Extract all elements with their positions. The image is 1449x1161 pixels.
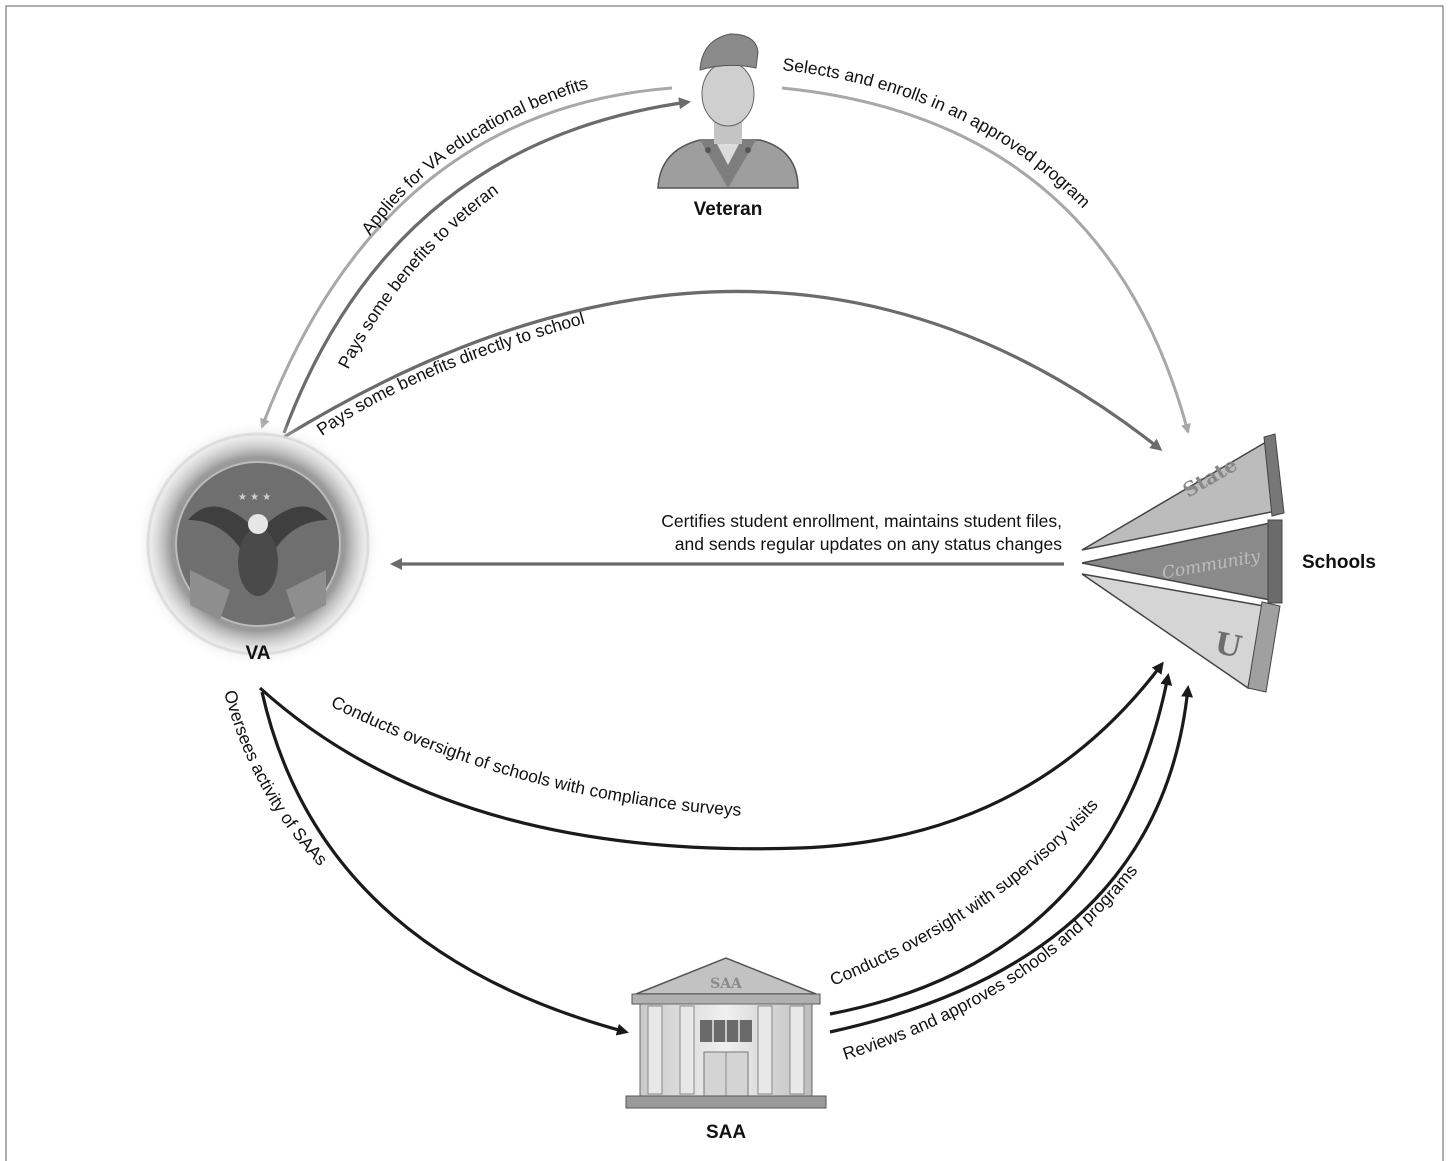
label-certifies-line1: Certifies student enrollment, maintains …: [661, 511, 1062, 531]
arrow-va-to-saa: [260, 691, 629, 1036]
va-label: VA: [246, 643, 271, 664]
label-supervisory-visits: Conducts oversight with supervisory visi…: [827, 794, 1102, 989]
label-certifies-line2: and sends regular updates on any status …: [675, 534, 1062, 554]
building-icon: SAA: [625, 957, 827, 1109]
svg-text:SAA: SAA: [710, 976, 743, 992]
va-seal-icon: ★ ★ ★: [134, 420, 382, 668]
schools-label: Schools: [1302, 552, 1376, 573]
arrow-va-to-schools-payment: [283, 289, 1163, 451]
arrow-veteran-to-va: [260, 86, 673, 429]
arrow-veteran-to-schools: [781, 86, 1191, 434]
saa-label: SAA: [706, 1122, 746, 1143]
arrow-va-to-veteran: [282, 97, 691, 434]
arrow-va-to-schools-surveys: [258, 661, 1164, 851]
veteran-label: Veteran: [694, 199, 763, 220]
label-oversees-saas: Oversees activity of SAAs: [220, 688, 332, 870]
label-selects: Selects and enrolls in an approved progr…: [782, 54, 1095, 212]
pennants-icon: State Community U: [1081, 433, 1285, 693]
diagram-frame: [5, 5, 1444, 1161]
label-oversight-surveys: Conducts oversight of schools with compl…: [328, 692, 742, 820]
arrow-saa-to-schools-visits: [829, 673, 1173, 1016]
arrow-saa-to-schools-reviews: [829, 685, 1194, 1034]
svg-text:★ ★ ★: ★ ★ ★: [238, 492, 271, 503]
soldier-icon: [657, 33, 799, 189]
